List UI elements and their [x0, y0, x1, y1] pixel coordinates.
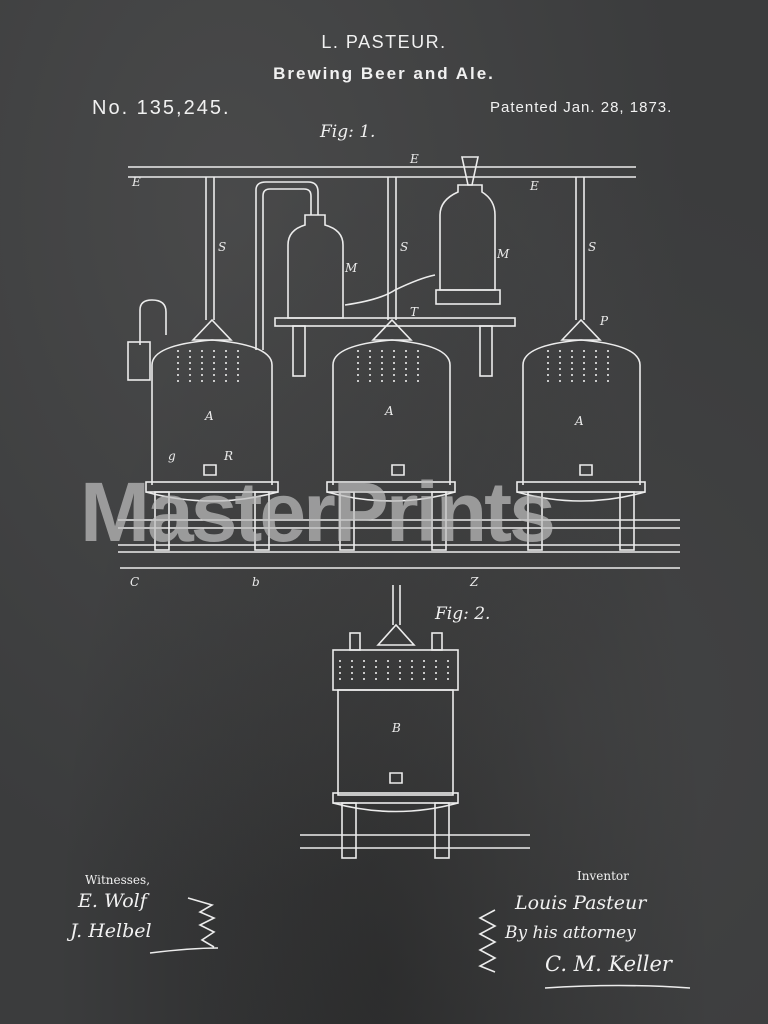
- patent-date: Patented Jan. 28, 1873.: [490, 99, 673, 116]
- inventor-title: L. PASTEUR.: [321, 32, 447, 52]
- attorney-signature: C. M. Keller: [545, 952, 672, 976]
- label-b-part: b: [252, 575, 260, 589]
- witness-flourish: [149, 897, 219, 954]
- by-attorney-text: By his attorney: [505, 923, 636, 943]
- inventor-flourish: [478, 909, 691, 989]
- label-a1: A: [204, 409, 214, 423]
- label-b: B: [391, 721, 401, 735]
- feed-pipes: [139, 156, 585, 350]
- label-g: g: [168, 449, 176, 463]
- witness-2-signature: J. Helbel: [70, 920, 152, 942]
- bottles: [287, 184, 501, 319]
- fig1-label: Fig: 1.: [320, 122, 376, 142]
- label-e3: E: [529, 179, 539, 193]
- label-a3: A: [574, 414, 584, 428]
- label-m2: M: [496, 247, 510, 261]
- tank-fig2: [300, 585, 530, 859]
- label-c: C: [130, 575, 139, 589]
- invention-title: Brewing Beer and Ale.: [273, 64, 495, 83]
- label-s1: S: [218, 240, 226, 254]
- shelf: [274, 317, 516, 377]
- label-s3: S: [588, 240, 596, 254]
- label-s2: S: [400, 240, 408, 254]
- label-a2: A: [384, 404, 394, 418]
- label-p: P: [599, 314, 609, 328]
- label-e1: E: [131, 175, 141, 189]
- inventor-signature: Louis Pasteur: [515, 892, 647, 914]
- fig2-label: Fig: 2.: [435, 604, 491, 624]
- label-e2: E: [409, 152, 419, 166]
- label-r: R: [223, 449, 233, 463]
- witness-1-signature: E. Wolf: [78, 890, 147, 912]
- label-z: Z: [469, 575, 479, 589]
- patent-number: No. 135,245.: [92, 97, 231, 119]
- tanks-fig1: [118, 318, 680, 569]
- label-t: T: [410, 305, 419, 319]
- masterprints-watermark: MasterPrints: [80, 465, 556, 559]
- inventor-label: Inventor: [577, 869, 629, 883]
- supply-pipe: [128, 166, 636, 178]
- witnesses-label: Witnesses,: [85, 873, 151, 887]
- label-m1: M: [344, 261, 358, 275]
